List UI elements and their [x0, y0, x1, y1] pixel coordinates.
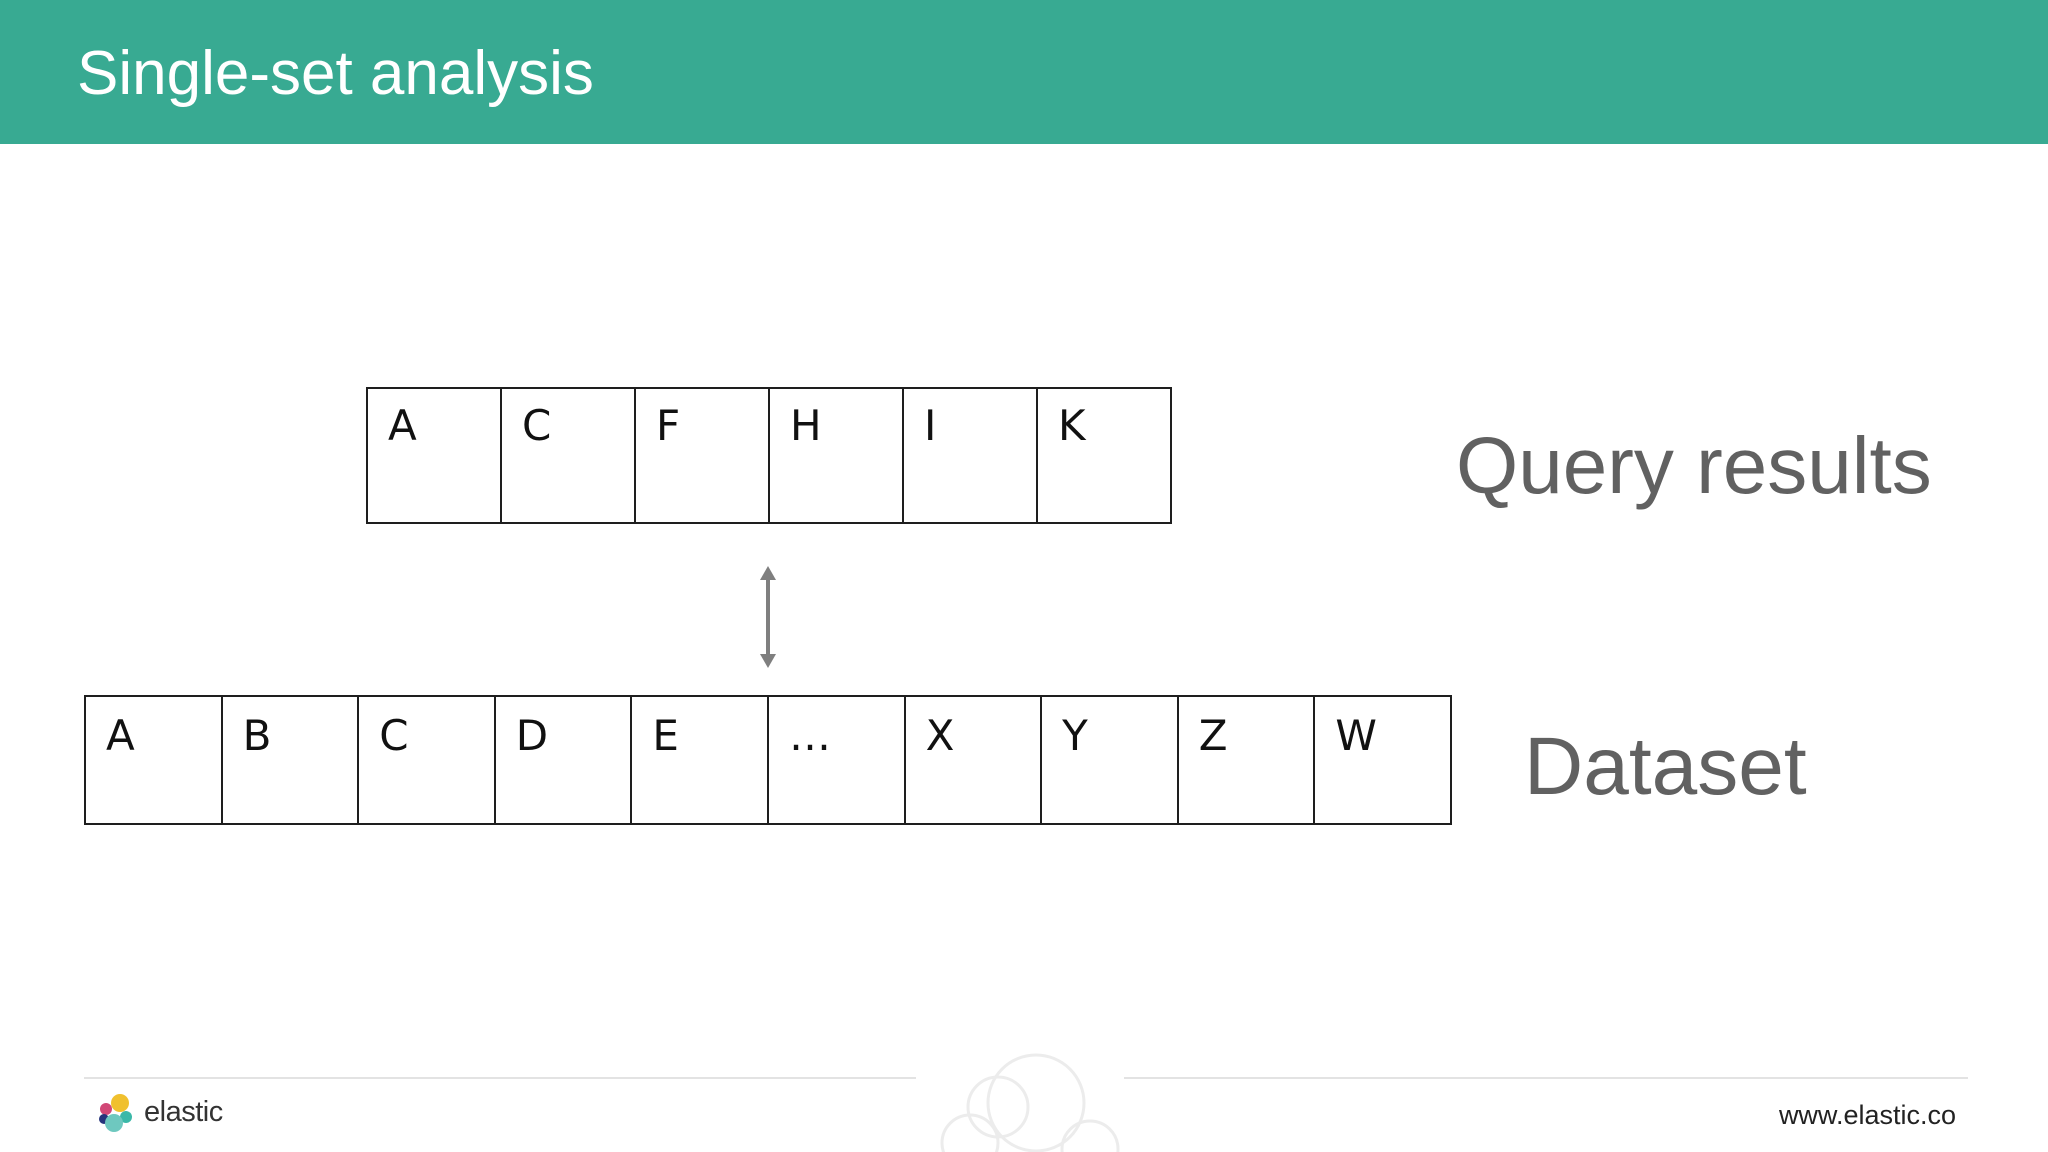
cloud-watermark-icon: [940, 1053, 1120, 1152]
dataset-row: A B C D E … X Y Z W: [84, 695, 1452, 825]
query-cell: K: [1036, 387, 1172, 524]
title-bar: Single-set analysis: [0, 0, 2048, 144]
dataset-cell: W: [1313, 695, 1452, 825]
slide-title: Single-set analysis: [77, 39, 594, 108]
dataset-cell: C: [357, 695, 496, 825]
query-cell: F: [634, 387, 770, 524]
dataset-cell: D: [493, 695, 633, 825]
dataset-cell: X: [903, 695, 1043, 825]
query-cell: C: [500, 387, 636, 524]
footer-url: www.elastic.co: [1778, 1100, 1956, 1130]
double-headed-vertical-arrow-icon: [760, 566, 776, 668]
dataset-cell: Y: [1040, 695, 1179, 825]
footer-divider: [84, 1077, 916, 1079]
footer-divider: [1124, 1077, 1968, 1079]
query-results-row: A C F H I K: [366, 387, 1172, 524]
dataset-cell: Z: [1176, 695, 1316, 825]
dataset-cell: A: [84, 695, 223, 825]
query-results-label: Query results: [1456, 421, 1932, 510]
query-cell: I: [902, 387, 1038, 524]
query-cell: A: [366, 387, 502, 524]
dataset-cell: B: [220, 695, 360, 825]
elastic-logo-text: elastic: [144, 1096, 223, 1128]
dataset-cell: E: [630, 695, 769, 825]
dataset-label: Dataset: [1524, 721, 1807, 812]
query-cell: H: [768, 387, 904, 524]
elastic-logo-icon: [99, 1094, 132, 1132]
dataset-cell: …: [766, 695, 906, 825]
